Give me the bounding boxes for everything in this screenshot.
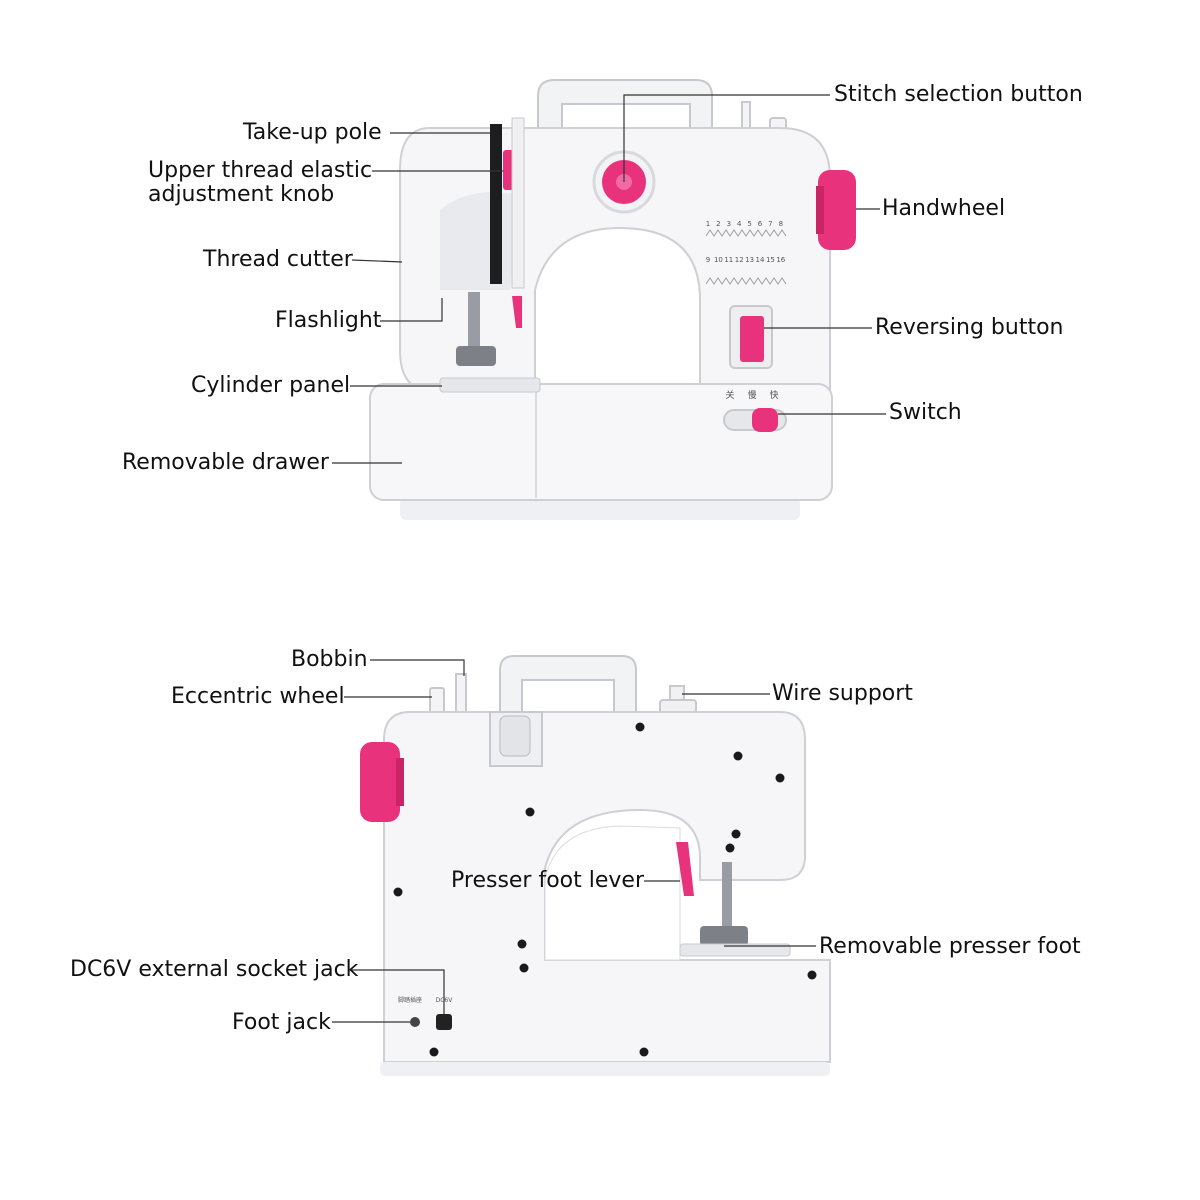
stitch-number: 10 [714, 256, 723, 264]
screw-dot [525, 807, 535, 817]
screw-dot [731, 829, 741, 839]
label-reversing-button: Reversing button [875, 315, 1064, 340]
stitch-number: 3 [727, 220, 731, 228]
dc6v-socket-jack [436, 1014, 452, 1030]
screw-dot [635, 722, 645, 732]
jack-mark: 脚踏插座 [398, 996, 422, 1004]
wire-support-post [669, 685, 685, 701]
handwheel-hub [816, 186, 824, 234]
label-cylinder-panel: Cylinder panel [191, 373, 351, 398]
back-presser-foot [700, 926, 748, 946]
machine-base [369, 383, 833, 501]
front-base-shadow [400, 498, 800, 520]
screw-dot [639, 1047, 649, 1057]
thread-guide [511, 117, 525, 289]
label-foot-jack: Foot jack [232, 1010, 331, 1035]
stitch-number: 7 [768, 220, 772, 228]
label-presser-foot-lever: Presser foot lever [451, 868, 645, 893]
back-handwheel [360, 742, 400, 822]
stitch-number: 5 [747, 220, 751, 228]
stitch-number: 16 [776, 256, 785, 264]
back-carry-handle [499, 655, 637, 721]
stitch-number: 4 [737, 220, 742, 228]
label-dc6v-socket-jack: DC6V external socket jack [70, 957, 359, 982]
back-handwheel-hub [396, 758, 404, 806]
back-arch [544, 825, 681, 961]
reversing-button [740, 316, 764, 362]
switch-mark: 关 [725, 389, 734, 401]
label-thread-cutter: Thread cutter [203, 247, 353, 272]
screw-dot [517, 939, 527, 949]
label-handwheel: Handwheel [882, 196, 1006, 221]
stitch-number: 2 [716, 220, 720, 228]
handwheel [818, 170, 856, 250]
label-removable-drawer: Removable drawer [122, 450, 329, 475]
foot-jack [410, 1017, 420, 1027]
presser-foot [456, 346, 496, 366]
switch-mark: 慢 [747, 389, 756, 401]
stitch-number: 15 [766, 256, 775, 264]
label-bobbin: Bobbin [291, 647, 368, 672]
stitch-number: 12 [735, 256, 744, 264]
back-needle-bar [722, 862, 732, 928]
leader-flashlight [380, 298, 443, 322]
needle-plate [439, 377, 541, 393]
screw-dot [429, 1047, 439, 1057]
screw-dots [393, 722, 817, 1057]
leader-dc6v [352, 969, 445, 1014]
stitch-pattern-row2 [705, 277, 787, 285]
label-upper-thread-knob-line2: adjustment knob [148, 182, 335, 207]
stitch-number: 13 [745, 256, 754, 264]
leader-bobbin [370, 659, 465, 676]
thread-spool [499, 715, 531, 757]
stitch-number: 9 [706, 256, 710, 264]
take-up-pole [490, 124, 502, 284]
label-flashlight: Flashlight [275, 308, 382, 333]
label-switch: Switch [889, 400, 962, 425]
label-take-up-pole: Take-up pole [243, 120, 382, 145]
label-eccentric-wheel: Eccentric wheel [171, 684, 345, 709]
label-removable-presser-foot: Removable presser foot [819, 934, 1081, 959]
switch-mark: 快 [769, 389, 778, 401]
screw-dot [519, 963, 529, 973]
back-body [383, 711, 831, 1063]
stitch-number: 1 [706, 220, 710, 228]
presser-lever [512, 296, 522, 328]
stitch-number: 11 [724, 256, 733, 264]
leader-stitch-selection [623, 94, 830, 182]
needle-bar [468, 292, 480, 350]
switch-marks: 关慢快 [725, 389, 778, 401]
screw-dot [775, 773, 785, 783]
label-upper-thread-knob-line1: Upper thread elastic [148, 158, 373, 183]
label-upper-thread-knob: Upper thread elastic adjustment knob [148, 159, 372, 207]
label-wire-support: Wire support [772, 681, 913, 706]
screw-dot [393, 887, 403, 897]
switch-knob [752, 408, 778, 432]
back-presser-lever [676, 842, 694, 896]
back-needle-plate [679, 943, 791, 957]
arch-shade [440, 192, 520, 290]
screw-dot [807, 970, 817, 980]
leader-thread-cutter [351, 259, 403, 263]
stitch-patterns [705, 229, 787, 285]
leader-lines [332, 94, 886, 1023]
screw-dot [733, 751, 743, 761]
stitch-number: 8 [779, 220, 783, 228]
stitch-number: 14 [756, 256, 765, 264]
stitch-pattern-row1 [705, 229, 787, 237]
back-base-shadow [380, 1062, 830, 1076]
screw-dot [725, 843, 735, 853]
stitch-number: 6 [758, 220, 763, 228]
label-stitch-selection-button: Stitch selection button [834, 82, 1083, 107]
